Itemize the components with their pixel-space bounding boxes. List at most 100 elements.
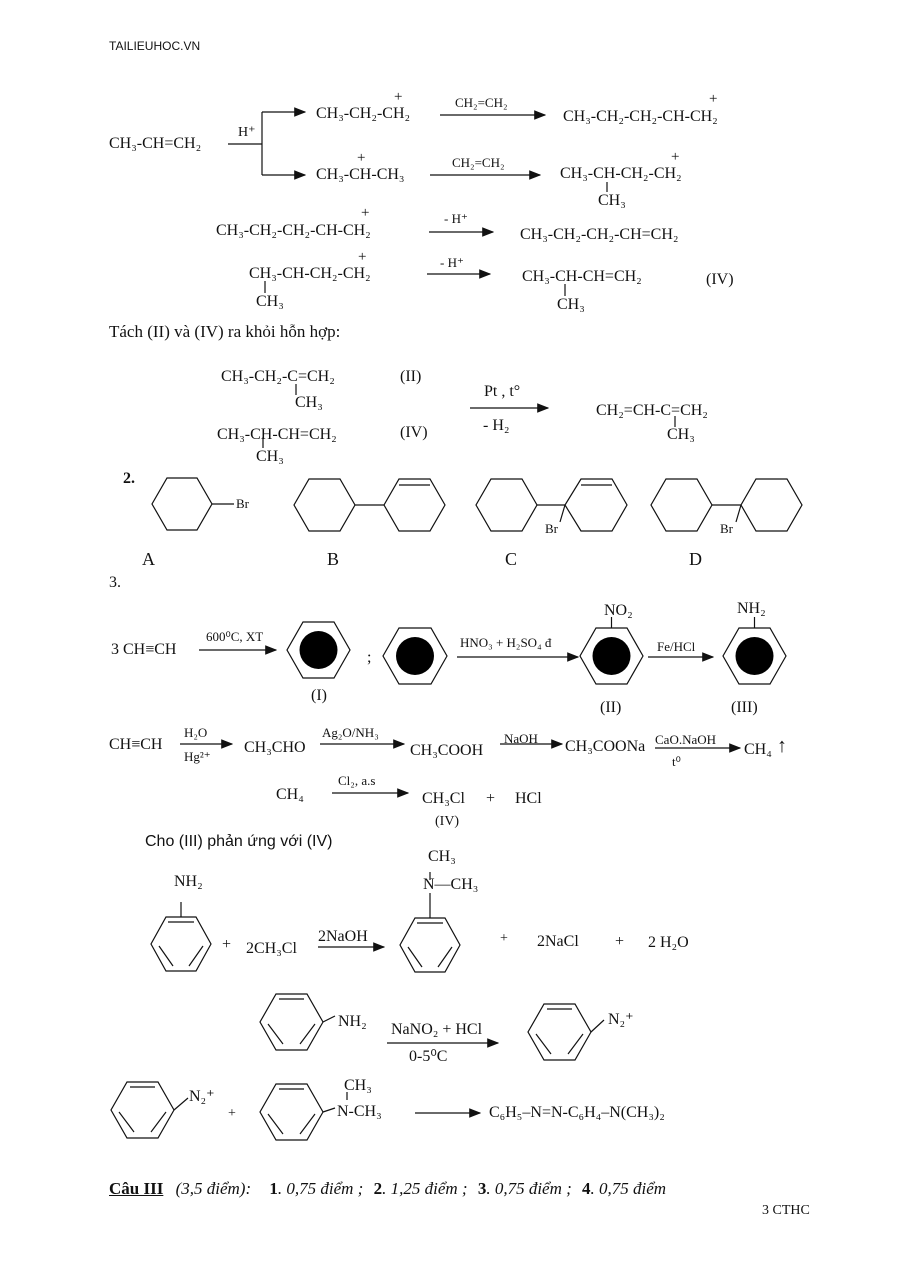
isoprene-methyl: CH₃ [667, 426, 695, 443]
score-line: Câu III (3,5 điểm): 1. 0,75 điểm ; 2. 1,… [109, 1180, 666, 1197]
label-B: B [327, 549, 340, 569]
cation-product-2: CH₃-CH-CH₂-CH₂ [560, 165, 682, 182]
plus-hcl: + [486, 790, 496, 807]
methane-2: CH₄ [276, 786, 304, 803]
n-methyl-top: CH₃ [428, 848, 456, 865]
oxidation-reagent: Ag₂O/NH₃ [322, 725, 379, 740]
dimethylaniline-ring [399, 872, 461, 973]
reduction-condition: Fe/HCl [657, 639, 696, 654]
plus-4: + [228, 1106, 236, 1121]
chlorination-condition: Cl₂, a.s [338, 773, 376, 788]
compound-iv: CH₃-CH-CH=CH₂ [217, 426, 337, 443]
label-IV-3: (IV) [435, 814, 460, 829]
label-A: A [142, 549, 155, 569]
hydration-catalyst: Hg²⁺ [184, 749, 211, 764]
label-iv: (IV) [706, 271, 734, 288]
dehydrogenation-h2: - H₂ [483, 417, 510, 434]
acetaldehyde: CH₃CHO [244, 739, 306, 756]
n-methyl-top-2: CH₃ [344, 1077, 372, 1094]
section-3-number: 3. [109, 574, 121, 591]
nh2-group: NH₂ [737, 600, 766, 617]
aniline-ring-left [150, 902, 212, 972]
part-4-score: . 0,75 điểm [590, 1179, 667, 1198]
cation-r2: CH₃-CH-CH₂-CH₂ [249, 265, 371, 282]
n-methyl-group-2: N-CH₃ [337, 1103, 382, 1120]
branch-arrows [228, 107, 676, 448]
gas-up-arrow: ↑ [777, 735, 787, 757]
plus-1: + [222, 936, 232, 953]
diazonium-ring-bottom [110, 1081, 189, 1139]
structure-C [475, 478, 628, 532]
carbocation-primary: CH₃-CH₂-CH₂ [316, 105, 411, 122]
structure-B [293, 478, 446, 532]
methyl-chloride: CH₃Cl [422, 790, 465, 807]
compound-iv-methyl: CH₃ [256, 448, 284, 465]
aniline-nh2-2: NH₂ [338, 1013, 367, 1030]
methyl-chloride-2: 2CH₃Cl [246, 940, 297, 957]
naoh-reagent: NaOH [504, 731, 538, 746]
naoh-2: 2NaOH [318, 928, 368, 945]
compound-ii-methyl: CH₃ [295, 394, 323, 411]
question-label: Câu III [109, 1179, 164, 1198]
h-plus-catalyst: H⁺ [238, 125, 256, 140]
cation-product-1: CH₃-CH₂-CH₂-CH-CH₂ [563, 108, 718, 125]
methylbutene: CH₃-CH-CH=CH₂ [522, 268, 642, 285]
dehydrogenation-condition: Pt , t° [484, 383, 521, 400]
site-name: TAILIEUHOC.VN [109, 39, 201, 53]
isoprene: CH₂=CH-C=CH₂ [596, 402, 708, 419]
label-II: (II) [600, 699, 622, 716]
nitration-condition: HNO₃ + H₂SO₄ đ [460, 635, 552, 650]
part-2-num: 2 [373, 1179, 383, 1198]
deprotonation-2: - H⁺ [440, 255, 464, 270]
no2-group: NO₂ [604, 602, 633, 619]
hydration-water: H₂O [184, 725, 208, 740]
methyl-branch-2: CH₃ [256, 293, 284, 310]
charge-3: + [709, 91, 718, 107]
charge-1: + [394, 89, 403, 105]
label-III: (III) [731, 699, 758, 716]
propene: CH₃-CH=CH₂ [109, 135, 202, 152]
aniline-ring-diazo [259, 993, 336, 1051]
part-3-num: 3 [477, 1179, 487, 1198]
acetylene-3: 3 CH≡CH [111, 641, 177, 658]
aniline-nh2: NH₂ [174, 873, 203, 890]
br-C: Br [545, 521, 558, 536]
section-2-number: 2. [123, 470, 135, 487]
methyl-branch-3: CH₃ [557, 296, 585, 313]
br-D: Br [720, 521, 733, 536]
sodium-acetate: CH₃COONa [565, 738, 646, 755]
semicolon: ; [367, 649, 372, 666]
compound-iv-label: (IV) [400, 424, 428, 441]
part-1-score: . 0,75 điểm ; [277, 1179, 364, 1198]
azo-dye: C₆H₅–N=N-C₆H₄–N(CH₃)₂ [489, 1104, 665, 1121]
decarboxylation-reagent: CaO.NaOH [655, 732, 717, 747]
acetic-acid: CH₃COOH [410, 742, 484, 759]
structure-D [650, 478, 803, 532]
ethene-reagent-2: CH₂=CH₂ [452, 155, 505, 170]
carbocation-secondary: CH₃-CH-CH₃ [316, 166, 405, 183]
methane: CH₄ [744, 741, 772, 758]
diazonium-group: N₂⁺ [608, 1011, 634, 1028]
charge-4: + [671, 149, 680, 165]
compound-ii-label: (II) [400, 368, 422, 385]
sodium-chloride: 2NaCl [537, 933, 579, 950]
pentene: CH₃-CH₂-CH₂-CH=CH₂ [520, 226, 679, 243]
heat-symbol: t⁰ [672, 754, 681, 769]
water: 2 H₂O [648, 934, 689, 951]
part-2-score: . 1,25 điểm ; [382, 1179, 468, 1198]
compound-ii: CH₃-CH₂-C=CH₂ [221, 368, 335, 385]
charge-5: + [361, 205, 370, 221]
label-I: (I) [311, 687, 327, 704]
dimethylaniline-ring-bottom [259, 1083, 348, 1141]
page-footer: 3 CTHC [762, 1203, 810, 1218]
charge-6: + [358, 249, 367, 265]
acetylene: CH≡CH [109, 736, 163, 753]
label-C: C [505, 549, 518, 569]
charge-2: + [357, 150, 366, 166]
plus-2: + [500, 931, 508, 946]
diazonium-ring-right [527, 1003, 605, 1061]
part-4-num: 4 [582, 1179, 591, 1198]
reaction-heading: Cho (III) phản ứng với (IV) [145, 833, 333, 850]
plus-3: + [615, 933, 625, 950]
deprotonation-1: - H⁺ [444, 211, 468, 226]
